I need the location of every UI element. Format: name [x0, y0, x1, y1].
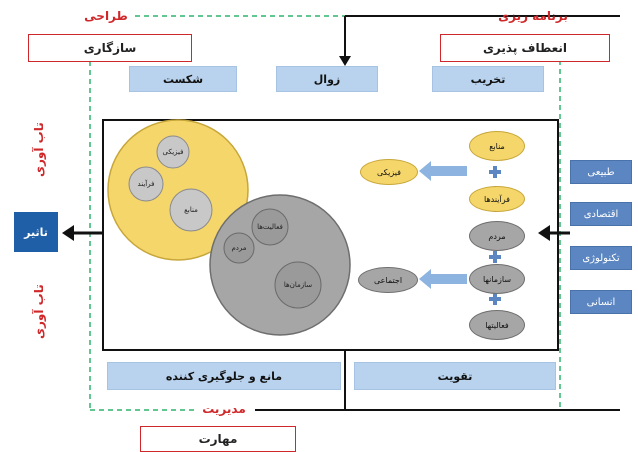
impact-box: تاثیر: [14, 212, 58, 252]
resilience-label-top: تاب آوری: [32, 122, 46, 178]
planning-line: [344, 15, 620, 58]
natural-box: طبیعی: [570, 160, 632, 184]
technology-box: تکنولوژی: [570, 246, 632, 270]
chain-resources: منابع: [469, 131, 525, 161]
resilience-label-bottom: تاب آوری: [32, 284, 46, 340]
chain-activities: فعالیتها: [469, 310, 525, 340]
prevent-bar: مانع و جلوگیری کننده: [107, 362, 341, 390]
management-line: [255, 350, 620, 411]
social-arrow: [419, 269, 467, 289]
chain-processes: فرآیندها: [469, 186, 525, 212]
reinforce-bar: تقویت: [354, 362, 556, 390]
yellow-gears: [128, 135, 213, 232]
dashed-frame: [89, 15, 561, 411]
destruction-bar: تخریب: [432, 66, 544, 92]
human-box: انسانی: [570, 290, 632, 314]
output-physical: فیزیکی: [360, 159, 418, 185]
physical-arrow: [419, 161, 467, 181]
flexibility-box: انعطاف پذیری: [440, 34, 610, 62]
gear-label-people: مردم: [231, 244, 247, 252]
gear-label-activities: فعالیت‌ها: [257, 223, 283, 231]
output-social: اجتماعی: [358, 267, 418, 293]
chain-plus-signs: [489, 166, 501, 305]
gray-gears: [223, 208, 322, 309]
management-label: مدیریت: [202, 402, 246, 416]
gear-label-resources: منابع: [184, 206, 198, 214]
chain-people: مردم: [469, 221, 525, 251]
planning-arrow-head: [339, 56, 351, 66]
input-arrow-head: [538, 225, 550, 241]
economic-box: اقتصادی: [570, 202, 632, 226]
gear-label-process: فرآیند: [137, 180, 155, 188]
failure-bar: شکست: [129, 66, 237, 92]
compatibility-box: سازگاری: [28, 34, 192, 62]
impact-arrow-head: [62, 225, 74, 241]
inner-frame: [102, 119, 559, 351]
gear-label-physical: فیزیکی: [162, 148, 184, 156]
gear-label-organizations: سازمان‌ها: [283, 281, 313, 289]
chain-organizations: سازمانها: [469, 264, 525, 294]
decline-bar: زوال: [276, 66, 378, 92]
skill-box: مهارت: [140, 426, 296, 452]
planning-label: برنامه ریزی: [498, 9, 568, 23]
design-label: طراحی: [84, 9, 128, 23]
yellow-circle: [107, 119, 249, 261]
